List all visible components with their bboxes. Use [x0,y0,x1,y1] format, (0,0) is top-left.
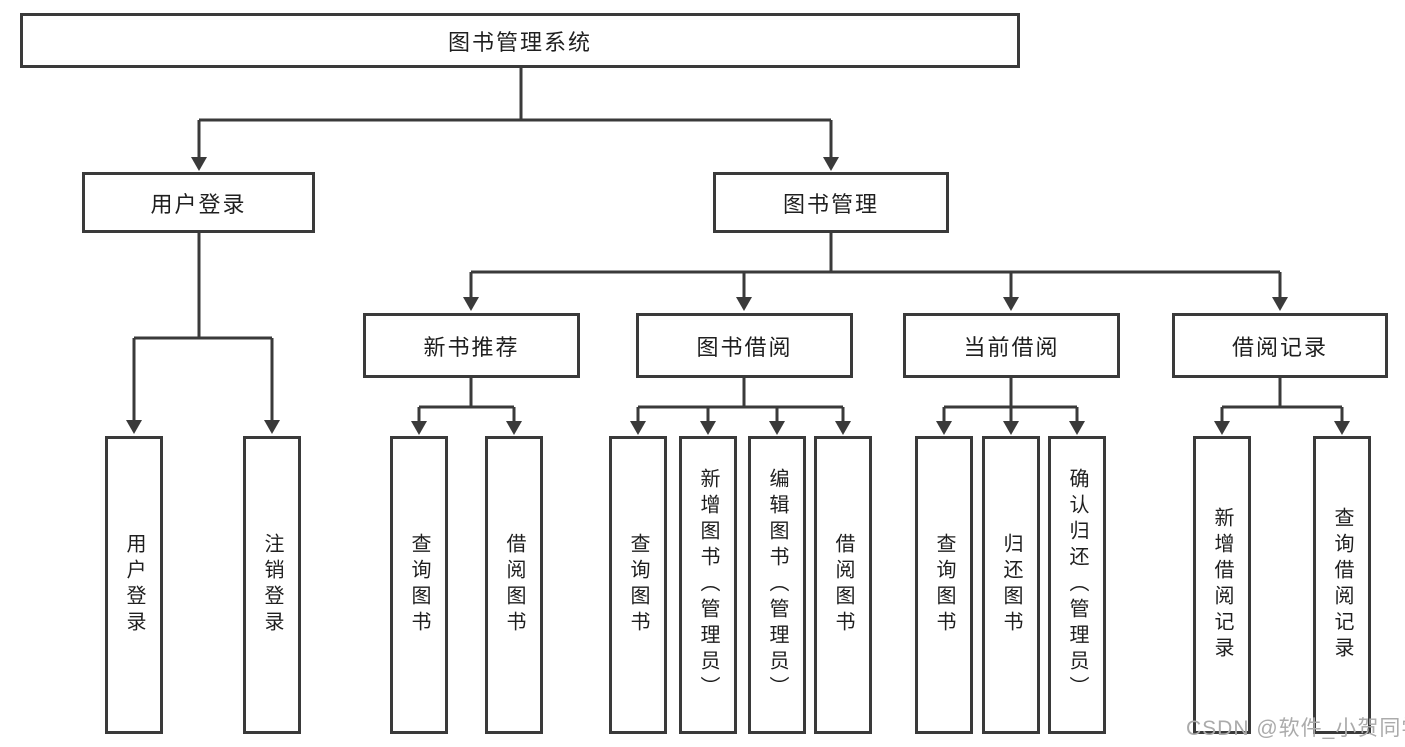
leaf-borrow-books-recommend: 借阅图书 [485,436,543,734]
node-book-management: 图书管理 [713,172,949,233]
leaf-logout: 注销登录 [243,436,301,734]
node-user-login: 用户登录 [82,172,315,233]
leaf-query-books-borrow: 查询图书 [609,436,667,734]
leaf-add-borrow-record: 新增借阅记录 [1193,436,1251,734]
leaf-logout-label: 注销登录 [261,533,283,637]
node-root-library-system: 图书管理系统 [20,13,1020,68]
leaf-confirm-return-admin-label: 确认归还（管理员） [1066,468,1088,702]
leaf-add-book-admin: 新增图书（管理员） [679,436,737,734]
node-book-borrow: 图书借阅 [636,313,853,378]
node-root-label: 图书管理系统 [447,29,592,55]
connector-book-borrow-split [630,378,851,435]
leaf-user-login-label: 用户登录 [123,533,145,637]
node-book-management-label: 图书管理 [782,191,879,217]
leaf-query-books-recommend-label: 查询图书 [408,533,430,637]
connector-root-to-branches [191,68,839,171]
node-borrow-records: 借阅记录 [1172,313,1388,378]
leaf-return-book: 归还图书 [982,436,1040,734]
node-book-borrow-label: 图书借阅 [696,334,793,360]
leaf-query-books-recommend: 查询图书 [390,436,448,734]
node-new-book-recommend: 新书推荐 [363,313,580,378]
leaf-borrow-books: 借阅图书 [814,436,872,734]
leaf-add-book-admin-label: 新增图书（管理员） [697,468,719,702]
leaf-query-borrow-record: 查询借阅记录 [1313,436,1371,734]
connector-new-book-split [411,378,522,435]
connector-book-management-split [463,233,1288,311]
node-user-login-label: 用户登录 [150,191,247,217]
connector-current-borrow-split [936,378,1085,435]
leaf-query-books-current-label: 查询图书 [933,533,955,637]
node-current-borrow-label: 当前借阅 [963,334,1060,360]
leaf-edit-book-admin: 编辑图书（管理员） [748,436,806,734]
node-current-borrow: 当前借阅 [903,313,1120,378]
leaf-edit-book-admin-label: 编辑图书（管理员） [766,468,788,702]
node-borrow-records-label: 借阅记录 [1231,334,1328,360]
connector-user-login-split [126,233,280,434]
leaf-query-books-current: 查询图书 [915,436,973,734]
leaf-confirm-return-admin: 确认归还（管理员） [1048,436,1106,734]
node-new-book-recommend-label: 新书推荐 [423,334,520,360]
leaf-borrow-books-label: 借阅图书 [832,533,854,637]
leaf-add-borrow-record-label: 新增借阅记录 [1211,507,1233,663]
leaf-query-books-borrow-label: 查询图书 [627,533,649,637]
leaf-return-book-label: 归还图书 [1000,533,1022,637]
leaf-borrow-books-recommend-label: 借阅图书 [503,533,525,637]
connector-borrow-record-split [1214,378,1350,435]
leaf-user-login: 用户登录 [105,436,163,734]
leaf-query-borrow-record-label: 查询借阅记录 [1331,507,1353,663]
csdn-watermark: CSDN @软件_小贺同学 [1186,717,1405,740]
